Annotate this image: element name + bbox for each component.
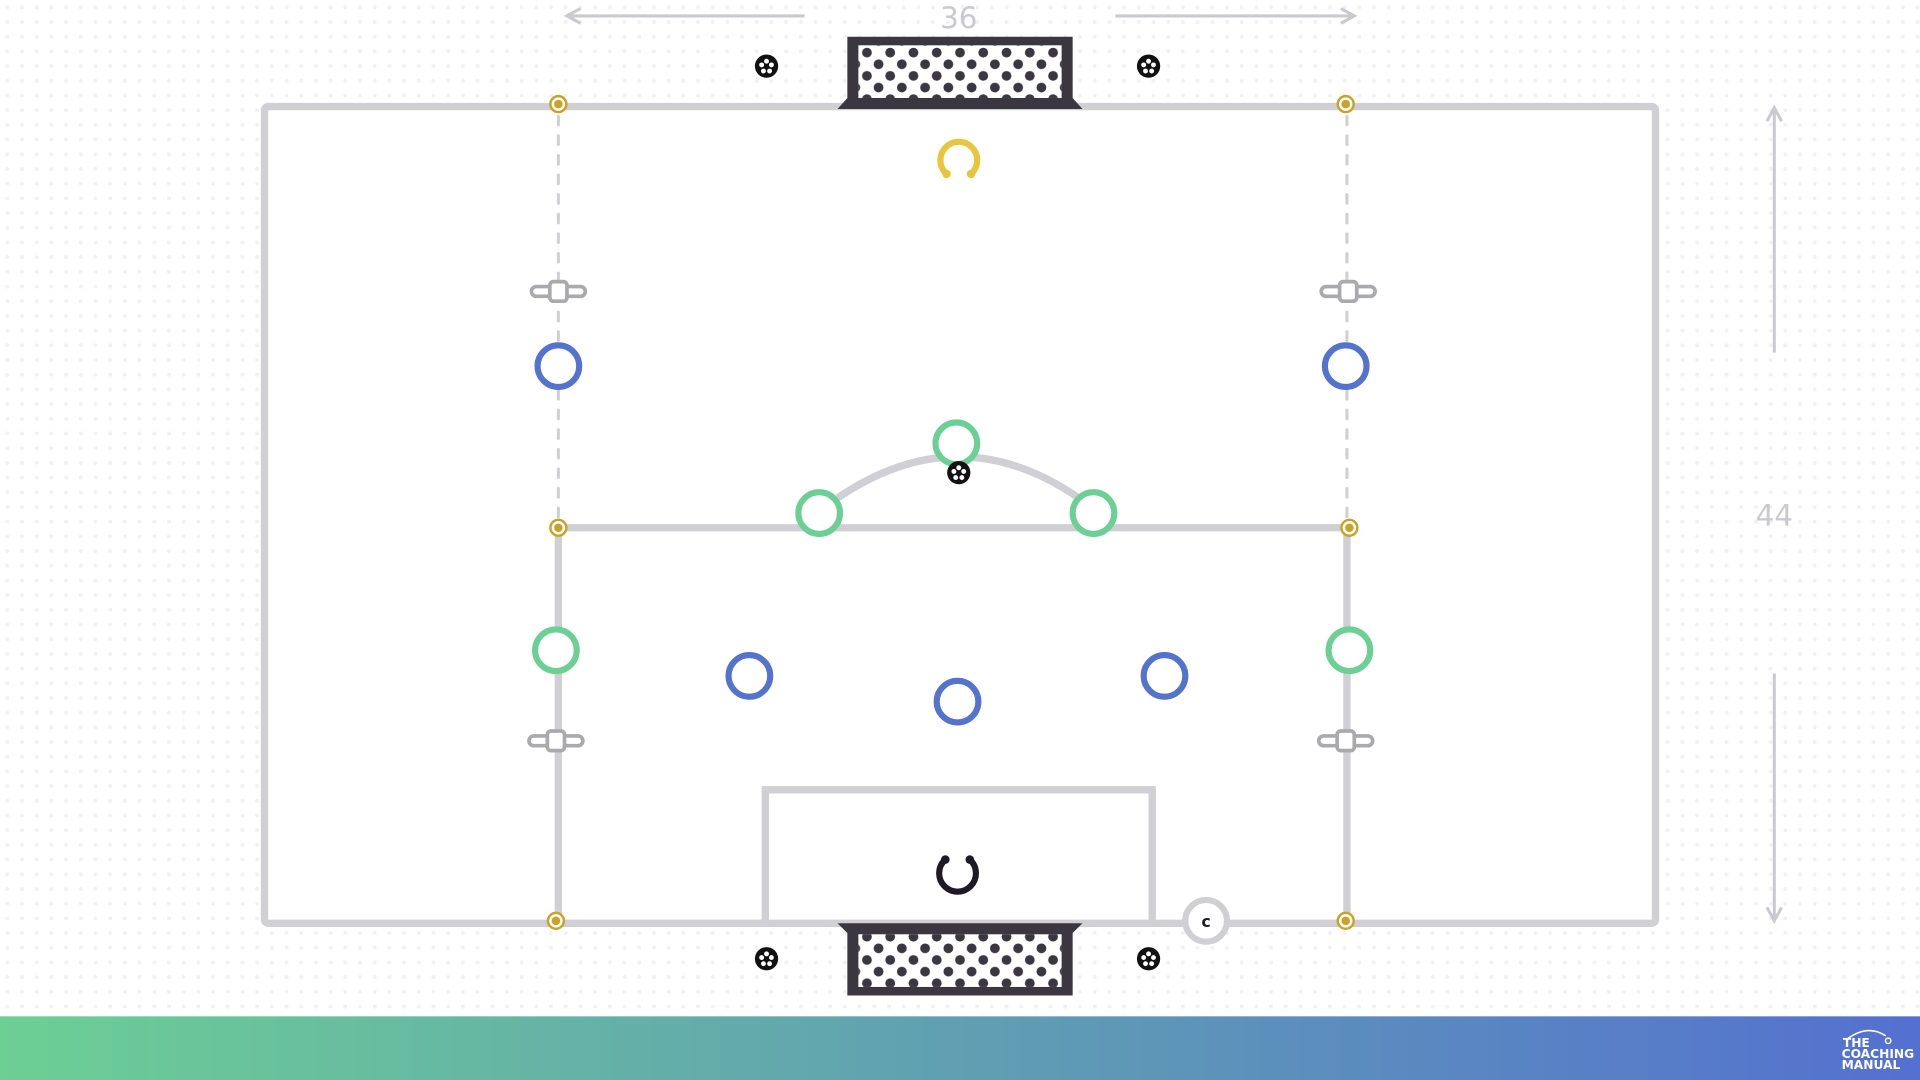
width-label: 36 xyxy=(940,1,977,35)
mannequin-icon xyxy=(529,279,588,304)
logo-line-2: COACHING xyxy=(1842,1047,1915,1061)
ball-icon xyxy=(1136,947,1161,971)
goalkeeper-icon xyxy=(937,138,981,179)
height-dimension xyxy=(1765,104,1783,925)
player-icon-green xyxy=(1325,626,1374,675)
coach-label: c xyxy=(1201,912,1210,931)
cone-icon xyxy=(1340,518,1359,537)
player-icon-blue xyxy=(1140,652,1189,700)
cone-icon xyxy=(1336,94,1355,114)
ball-icon xyxy=(754,947,779,971)
bottom-goal xyxy=(837,923,1083,996)
cone-icon xyxy=(549,518,568,537)
ball-icon xyxy=(947,461,971,485)
player-icon-blue xyxy=(1321,342,1370,390)
mannequin-icon xyxy=(527,729,585,753)
player-icon-green xyxy=(795,489,844,537)
ball-icon xyxy=(1136,54,1161,78)
logo-line-1: THE xyxy=(1843,1036,1870,1050)
player-icon-blue xyxy=(933,677,982,726)
logo-icon: THE COACHING MANUAL xyxy=(1842,1029,1915,1072)
player-icon-green xyxy=(1069,489,1118,537)
player-icon-green xyxy=(932,419,981,468)
player-icon-blue xyxy=(534,342,583,390)
pitch xyxy=(260,102,1660,927)
ball-icon xyxy=(754,54,779,78)
top-goal xyxy=(837,36,1083,109)
cone-icon xyxy=(1336,911,1355,930)
player-icon-blue xyxy=(725,652,774,700)
coach-icon: c xyxy=(1182,896,1230,945)
footer-bar xyxy=(0,1016,1920,1080)
logo-line-3: MANUAL xyxy=(1842,1058,1901,1072)
mannequin-icon xyxy=(1319,279,1377,304)
player-icon-green xyxy=(532,626,580,675)
cone-icon xyxy=(549,94,568,114)
height-label: 44 xyxy=(1756,498,1793,532)
mannequin-icon xyxy=(1316,729,1375,753)
goalkeeper-icon xyxy=(936,855,979,895)
penalty-box xyxy=(761,786,1156,927)
width-dimension xyxy=(563,7,1358,25)
cone-icon xyxy=(546,911,566,930)
